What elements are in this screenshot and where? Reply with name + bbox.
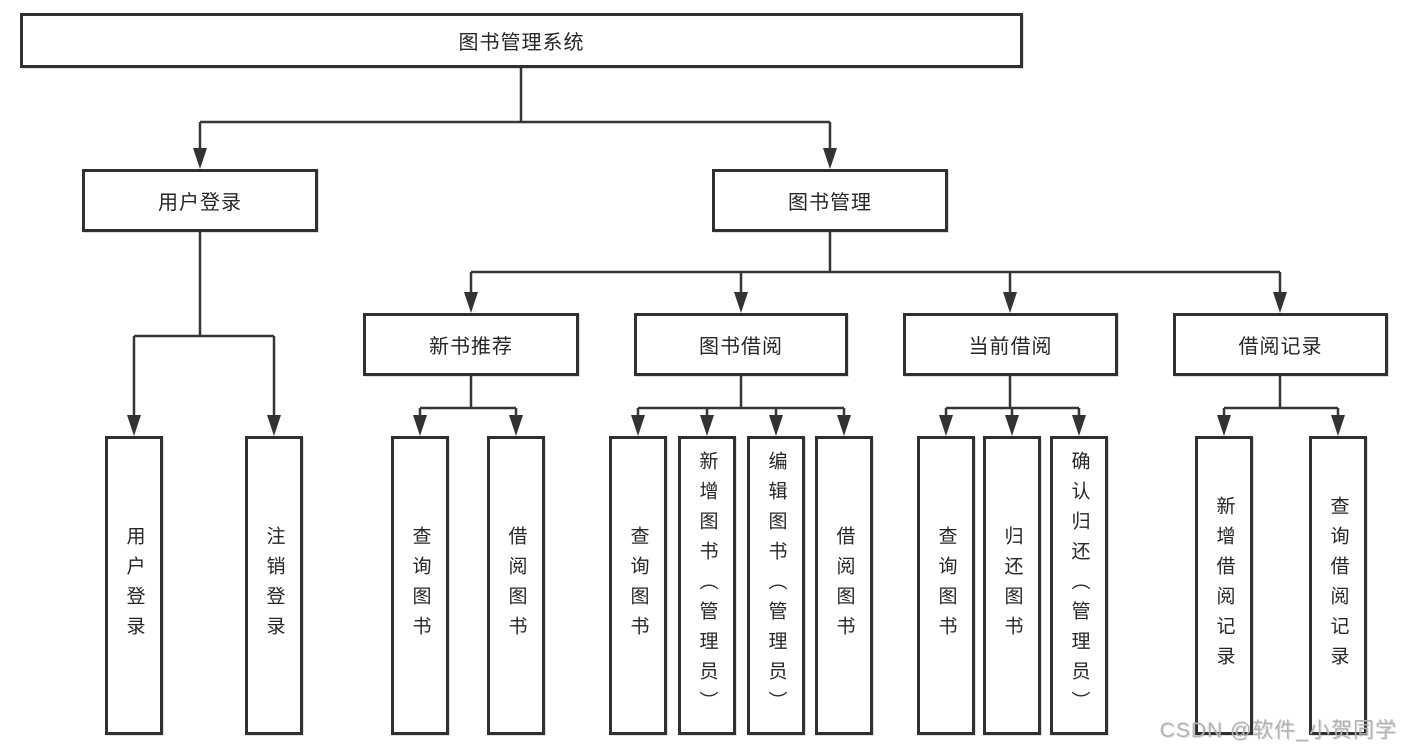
leaf-query-books-borrowing: 查询图书 <box>609 436 667 735</box>
leaf-user-login-label: 用户登录 <box>123 525 145 646</box>
node-new-book-recommendation: 新书推荐 <box>363 313 579 376</box>
leaf-logout-label: 注销登录 <box>263 525 285 646</box>
arrowheads <box>127 148 1345 436</box>
leaf-query-books-recommend: 查询图书 <box>391 436 449 735</box>
node-current-borrowing: 当前借阅 <box>903 313 1118 376</box>
node-library-management-system: 图书管理系统 <box>20 13 1023 68</box>
leaf-return-books: 归还图书 <box>983 436 1041 735</box>
leaf-user-login: 用户登录 <box>105 436 163 735</box>
leaf-borrow-books-borrowing: 借阅图书 <box>815 436 873 735</box>
leaf-borrow-books-recommend: 借阅图书 <box>487 436 545 735</box>
connector-lines <box>132 66 1340 419</box>
leaf-add-borrowing-record-label: 新增借阅记录 <box>1213 495 1235 676</box>
leaf-borrow-books-recommend-label: 借阅图书 <box>505 525 527 646</box>
leaf-query-borrowing-record: 查询借阅记录 <box>1309 436 1367 735</box>
node-user-login: 用户登录 <box>82 169 318 232</box>
leaf-logout: 注销登录 <box>245 436 303 735</box>
leaf-add-books-admin: 新增图书（管理员） <box>678 436 736 735</box>
leaf-query-books-borrowing-label: 查询图书 <box>627 525 649 646</box>
leaf-edit-books-admin-label: 编辑图书（管理员） <box>765 450 787 721</box>
leaf-add-books-admin-label: 新增图书（管理员） <box>696 450 718 721</box>
node-book-borrowing: 图书借阅 <box>634 313 848 376</box>
leaf-query-borrowing-record-label: 查询借阅记录 <box>1327 495 1349 676</box>
leaf-edit-books-admin: 编辑图书（管理员） <box>747 436 805 735</box>
leaf-query-books-current: 查询图书 <box>917 436 975 735</box>
leaf-confirm-return-admin-label: 确认归还（管理员） <box>1068 450 1090 721</box>
leaf-query-books-current-label: 查询图书 <box>935 525 957 646</box>
csdn-watermark: CSDN @软件_小贺同学 <box>1159 719 1397 742</box>
leaf-return-books-label: 归还图书 <box>1001 525 1023 646</box>
leaf-borrow-books-borrowing-label: 借阅图书 <box>833 525 855 646</box>
leaf-query-books-recommend-label: 查询图书 <box>409 525 431 646</box>
node-book-management: 图书管理 <box>712 169 948 232</box>
leaf-add-borrowing-record: 新增借阅记录 <box>1195 436 1253 735</box>
node-borrowing-records: 借阅记录 <box>1173 313 1388 376</box>
leaf-confirm-return-admin: 确认归还（管理员） <box>1050 436 1108 735</box>
